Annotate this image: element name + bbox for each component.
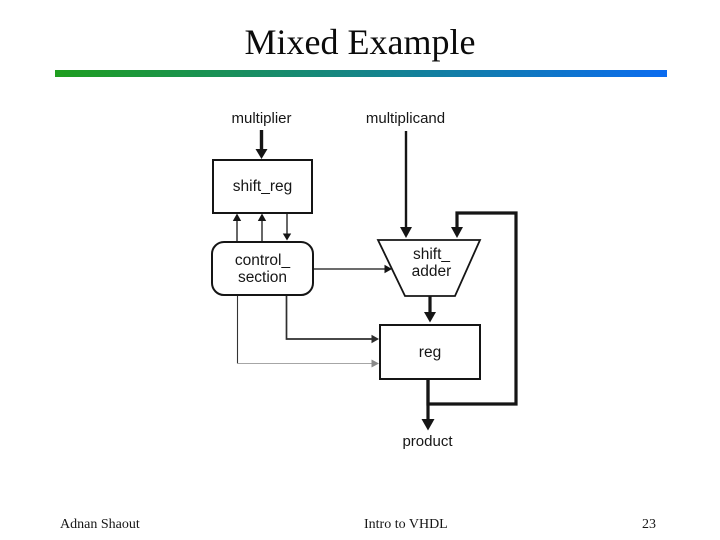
product-label: product [402,433,453,450]
control-to-shiftreg-arrowhead-1-icon [232,213,242,221]
product-arrowhead-icon [421,419,435,431]
footer-course: Intro to VHDL [364,517,448,532]
multiplicand-label: multiplicand [365,110,446,127]
shift-adder-label-line2: adder [411,262,452,280]
multiplier-arrowhead-icon [255,149,268,159]
shift-adder-shape [376,239,482,297]
control-section-label-line1: control_ [234,251,291,269]
multiplicand-arrowhead-icon [400,227,412,238]
footer-author: Adnan Shaout [60,517,140,532]
shift-adder-label-line1: shift_ [412,246,451,263]
shift-reg-label: shift_reg [232,178,293,195]
accent-gradient-bar [55,70,667,77]
shiftreg-to-control-arrowhead-icon [282,233,292,241]
control-to-reg-arrowhead-lower-icon [371,359,379,368]
control-section-block: control_ section [211,241,314,296]
control-section-label-line2: section [237,268,288,286]
slide-title: Mixed Example [244,22,476,62]
control-to-adder-arrowhead-icon [384,264,392,274]
reg-block: reg [379,324,481,380]
reg-label: reg [418,343,442,361]
multiplier-label: multiplier [231,110,292,127]
shift-reg-block: shift_reg [212,159,313,214]
control-to-shiftreg-arrowhead-2-icon [257,213,267,221]
shift-adder-label: shift_ adder [394,246,469,280]
footer-page-number: 23 [642,517,656,532]
control-to-reg-line-upper [285,296,372,340]
control-to-reg-arrowhead-upper-icon [371,334,379,344]
feedback-arrowhead-icon [451,227,463,238]
adder-to-reg-arrowhead-icon [424,312,436,323]
